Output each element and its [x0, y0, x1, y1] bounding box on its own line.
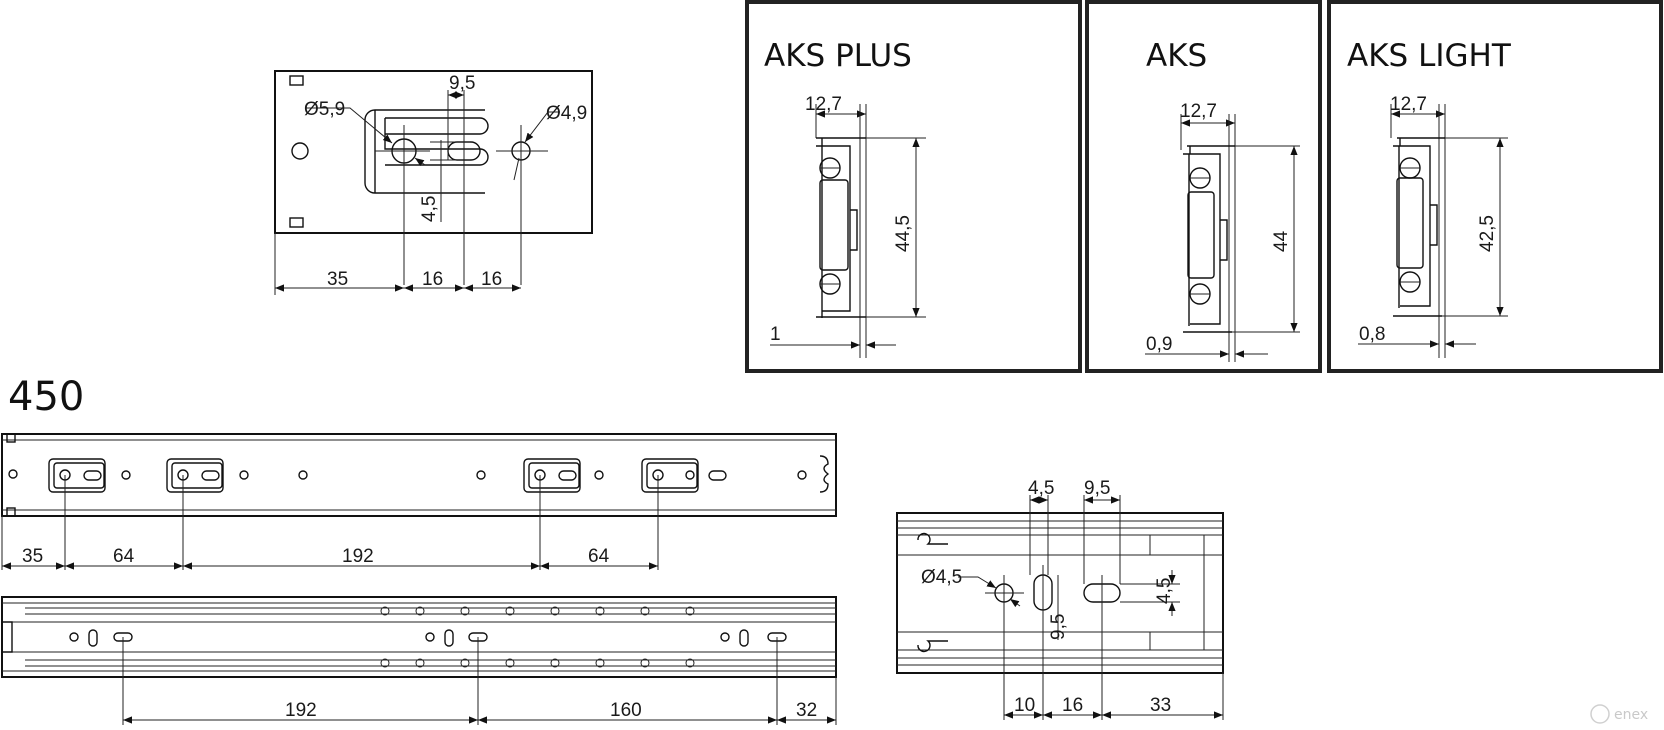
rail-length-label: 450	[8, 374, 84, 420]
watermark-text: enex	[1614, 707, 1648, 723]
front-offset-1: 35	[327, 269, 348, 290]
rear-slot-b-label: 9,5	[1084, 478, 1110, 499]
rear-slot-h-label: 4,5	[1154, 578, 1175, 604]
rear-hole-label: Ø4,5	[921, 567, 962, 588]
front-hole-large-label: Ø5,9	[304, 99, 345, 120]
rail-top-spacing-4: 64	[588, 546, 610, 567]
profile-height: 44	[1271, 230, 1292, 252]
rail-top-spacing-3: 192	[342, 546, 374, 567]
profile-gap: 0,8	[1359, 324, 1385, 345]
profile-aks: AKS 12,7 44 0,9	[1085, 0, 1322, 373]
profile-width: 12,7	[1180, 101, 1217, 122]
watermark: enex	[1590, 704, 1648, 724]
profile-name: AKS LIGHT	[1347, 38, 1512, 74]
rail-bottom-view: 192 160 32	[1, 596, 837, 725]
rail-top-spacing-2: 64	[113, 546, 135, 567]
front-hole-small-label: Ø4,9	[546, 103, 587, 124]
rear-offset-2: 16	[1062, 695, 1083, 716]
profile-name: AKS	[1146, 38, 1207, 74]
profile-gap: 1	[770, 324, 781, 345]
profile-name: AKS PLUS	[764, 38, 912, 74]
profile-height: 44,5	[893, 215, 914, 252]
profile-width: 12,7	[805, 94, 842, 115]
rail-bottom-spacing-3: 32	[796, 700, 817, 721]
profile-width: 12,7	[1390, 94, 1427, 115]
rail-top-spacing-1: 35	[22, 546, 43, 567]
rail-top-view: 35 64 192 64	[1, 433, 837, 570]
front-slot-width-label: 9,5	[449, 73, 475, 94]
profile-aks-plus: AKS PLUS 12,7 44,5 1	[745, 0, 1082, 373]
rear-offset-3: 33	[1150, 695, 1171, 716]
front-offset-3: 16	[481, 269, 502, 290]
watermark-logo-icon	[1590, 704, 1610, 724]
front-offset-2: 16	[422, 269, 443, 290]
front-bracket-detail: Ø5,9 Ø4,9 9,5 4,5 35 16 16	[274, 70, 593, 295]
rear-slot-w-label: 9,5	[1048, 614, 1069, 640]
rear-slot-a-label: 4,5	[1028, 478, 1054, 499]
profile-gap: 0,9	[1146, 334, 1172, 355]
profile-aks-light: AKS LIGHT 12,7 42,5 0,8	[1327, 0, 1663, 373]
profile-height: 42,5	[1477, 215, 1498, 252]
front-slot-height-label: 4,5	[419, 196, 440, 222]
rail-bottom-spacing-2: 160	[610, 700, 642, 721]
rail-bottom-spacing-1: 192	[285, 700, 317, 721]
rear-bracket-detail: Ø4,5 4,5 9,5 4,5 9,5 10 16 33	[896, 478, 1224, 720]
rear-offset-1: 10	[1014, 695, 1035, 716]
